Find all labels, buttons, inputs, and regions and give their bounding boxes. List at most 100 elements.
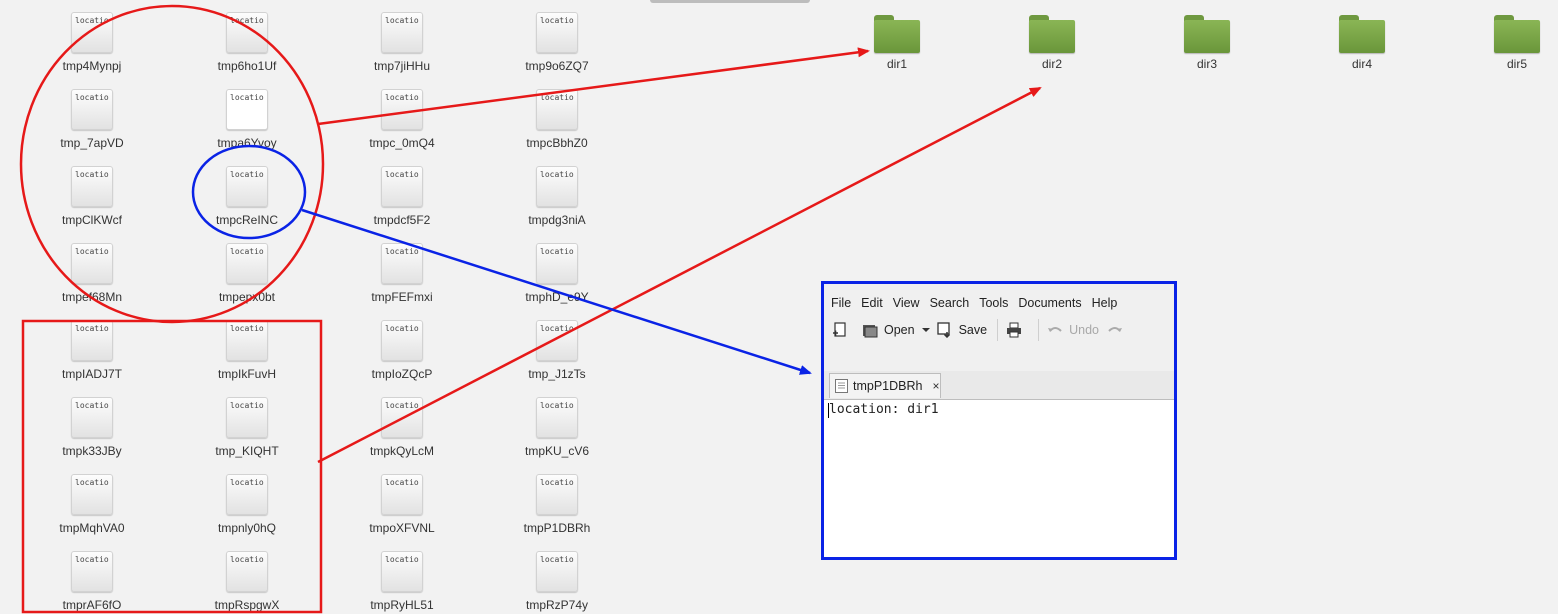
file-name-label: tmpcReINC xyxy=(215,213,278,227)
document-tab[interactable]: tmpP1DBRh × xyxy=(829,373,941,398)
text-file-icon: locatio xyxy=(536,397,578,438)
text-file-icon: locatio xyxy=(71,166,113,207)
file-name-label: tmpkQyLcM xyxy=(369,444,434,458)
menu-search[interactable]: Search xyxy=(929,296,970,310)
file-preview-text: locatio xyxy=(230,16,264,25)
file-name-label: tmp7jiHHu xyxy=(373,59,430,73)
text-file-icon: locatio xyxy=(536,320,578,361)
text-file-icon: locatio xyxy=(71,474,113,515)
redo-icon xyxy=(1108,327,1122,332)
folder-item[interactable]: dir4 xyxy=(1302,1,1422,71)
folder-item[interactable]: dir3 xyxy=(1147,1,1267,71)
folder-item[interactable]: dir1 xyxy=(837,1,957,71)
file-preview-text: locatio xyxy=(230,324,264,333)
file-icon-item[interactable]: locatio tmpRzP74y xyxy=(497,542,617,612)
file-preview-text: locatio xyxy=(75,478,109,487)
menu-documents[interactable]: Documents xyxy=(1018,296,1082,310)
file-name-label: tmp6ho1Uf xyxy=(217,59,277,73)
folder-item[interactable]: dir5 xyxy=(1457,1,1558,71)
close-tab-icon[interactable]: × xyxy=(932,379,940,393)
menu-help[interactable]: Help xyxy=(1091,296,1118,310)
file-name-label: tmpKU_cV6 xyxy=(524,444,590,458)
text-file-icon: locatio xyxy=(226,89,268,130)
folder-item[interactable]: dir2 xyxy=(992,1,1112,71)
red-arrow-to-dir1 xyxy=(317,47,870,126)
red-arrow-to-dir2 xyxy=(317,86,1042,464)
file-icon-item[interactable]: locatio tmpKU_cV6 xyxy=(497,388,617,458)
open-button[interactable]: Open xyxy=(862,322,915,338)
text-file-icon: locatio xyxy=(536,474,578,515)
file-icon-item[interactable]: locatio tmpMqhVA0 xyxy=(32,465,152,535)
file-name-label: tmpMqhVA0 xyxy=(59,521,125,535)
file-preview-text: locatio xyxy=(230,93,264,102)
text-file-icon: locatio xyxy=(381,12,423,53)
folder-name-label: dir5 xyxy=(1506,57,1527,71)
chevron-down-icon xyxy=(921,328,930,332)
file-preview-text: locatio xyxy=(75,247,109,256)
menu-view[interactable]: View xyxy=(892,296,920,310)
file-icon-item[interactable]: locatio tmp7jiHHu xyxy=(342,3,462,73)
top-panel-handle xyxy=(650,0,810,3)
menu-tools[interactable]: Tools xyxy=(979,296,1009,310)
file-preview-text: locatio xyxy=(385,247,419,256)
redo-button[interactable] xyxy=(1107,322,1129,338)
file-name-label: tmpc_0mQ4 xyxy=(369,136,435,150)
file-icon-item[interactable]: locatio tmpIkFuvH xyxy=(187,311,307,381)
file-name-label: tmpcBbhZ0 xyxy=(526,136,588,150)
save-button[interactable]: Save xyxy=(936,322,987,338)
menu-file[interactable]: File xyxy=(831,296,852,310)
file-icon-item[interactable]: locatio tmpk33JBy xyxy=(32,388,152,458)
menu-edit[interactable]: Edit xyxy=(861,296,883,310)
new-document-button[interactable] xyxy=(832,322,854,338)
text-file-icon: locatio xyxy=(381,320,423,361)
text-editor-area[interactable]: location: dir1 xyxy=(824,400,1174,557)
file-name-label: tmpIkFuvH xyxy=(217,367,276,381)
file-name-label: tmpk33JBy xyxy=(62,444,122,458)
menu-bar: File Edit View Search Tools Documents He… xyxy=(824,284,1174,312)
undo-icon xyxy=(1048,327,1062,332)
text-file-icon: locatio xyxy=(536,243,578,284)
text-file-icon: locatio xyxy=(71,397,113,438)
red-circle-annotation xyxy=(19,4,325,324)
file-preview-text: locatio xyxy=(385,170,419,179)
folder-name-label: dir3 xyxy=(1196,57,1217,71)
undo-button[interactable]: Undo xyxy=(1047,322,1099,338)
text-file-icon: locatio xyxy=(536,551,578,592)
text-file-icon: locatio xyxy=(71,243,113,284)
undo-label: Undo xyxy=(1069,323,1099,337)
file-icon-item[interactable]: locatio tmpFEFmxi xyxy=(342,234,462,304)
open-recent-dropdown[interactable] xyxy=(921,326,931,334)
printer-icon xyxy=(1007,322,1022,338)
file-name-label: tmp4Mynpj xyxy=(62,59,122,73)
file-preview-text: locatio xyxy=(230,478,264,487)
text-cursor xyxy=(828,403,829,418)
print-button[interactable] xyxy=(1006,322,1028,338)
file-name-label: tmpFEFmxi xyxy=(371,290,433,304)
toolbar-separator xyxy=(1038,319,1040,341)
file-icon-item[interactable]: locatio tmp6ho1Uf xyxy=(187,3,307,73)
file-name-label: tmpRzP74y xyxy=(525,598,589,612)
